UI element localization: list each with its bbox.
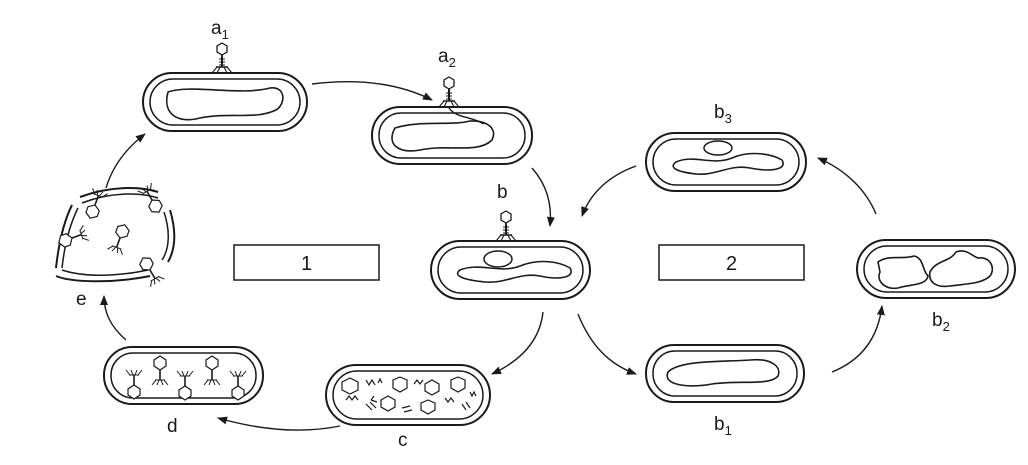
arrow-b1-to-b2 bbox=[831, 305, 885, 373]
cell-b: b bbox=[430, 182, 591, 300]
label-b1: b1 bbox=[714, 414, 732, 438]
cell-b2: b2 bbox=[856, 239, 1016, 334]
arrow-a2-to-b bbox=[531, 167, 555, 227]
arrow-d-to-e bbox=[100, 295, 127, 341]
label-b: b bbox=[497, 182, 508, 203]
cell-e-lysed: e bbox=[55, 182, 176, 310]
arrow-a1-to-a2 bbox=[311, 81, 433, 101]
arrow-b-to-b1 bbox=[577, 313, 637, 375]
cell-a2: a2 bbox=[371, 46, 533, 165]
label-b2: b2 bbox=[932, 310, 950, 334]
arrow-c-to-d bbox=[217, 416, 341, 431]
arrow-e-to-a1 bbox=[105, 133, 146, 189]
label-b3: b3 bbox=[714, 102, 732, 126]
cell-c: c bbox=[325, 364, 491, 451]
arrow-b3-to-b bbox=[581, 165, 637, 217]
label-a2: a2 bbox=[438, 46, 456, 70]
cell-b3: b3 bbox=[645, 102, 807, 192]
box-cycle-2: 2 bbox=[658, 244, 805, 281]
cell-a1: a1 bbox=[142, 18, 308, 132]
label-d: d bbox=[167, 416, 178, 437]
box-cycle-2-label: 2 bbox=[726, 253, 737, 275]
arrow-b-to-c bbox=[491, 311, 544, 375]
cell-d: d bbox=[103, 346, 264, 437]
label-c: c bbox=[398, 430, 408, 451]
cell-b1: b1 bbox=[645, 344, 805, 438]
box-cycle-1-label: 1 bbox=[301, 253, 312, 275]
lytic-arrows bbox=[100, 81, 555, 431]
lysogenic-arrows bbox=[577, 157, 885, 375]
arrow-b2-to-b3 bbox=[817, 157, 877, 215]
box-cycle-1: 1 bbox=[233, 244, 380, 281]
label-a1: a1 bbox=[211, 18, 229, 42]
label-e: e bbox=[76, 289, 87, 310]
